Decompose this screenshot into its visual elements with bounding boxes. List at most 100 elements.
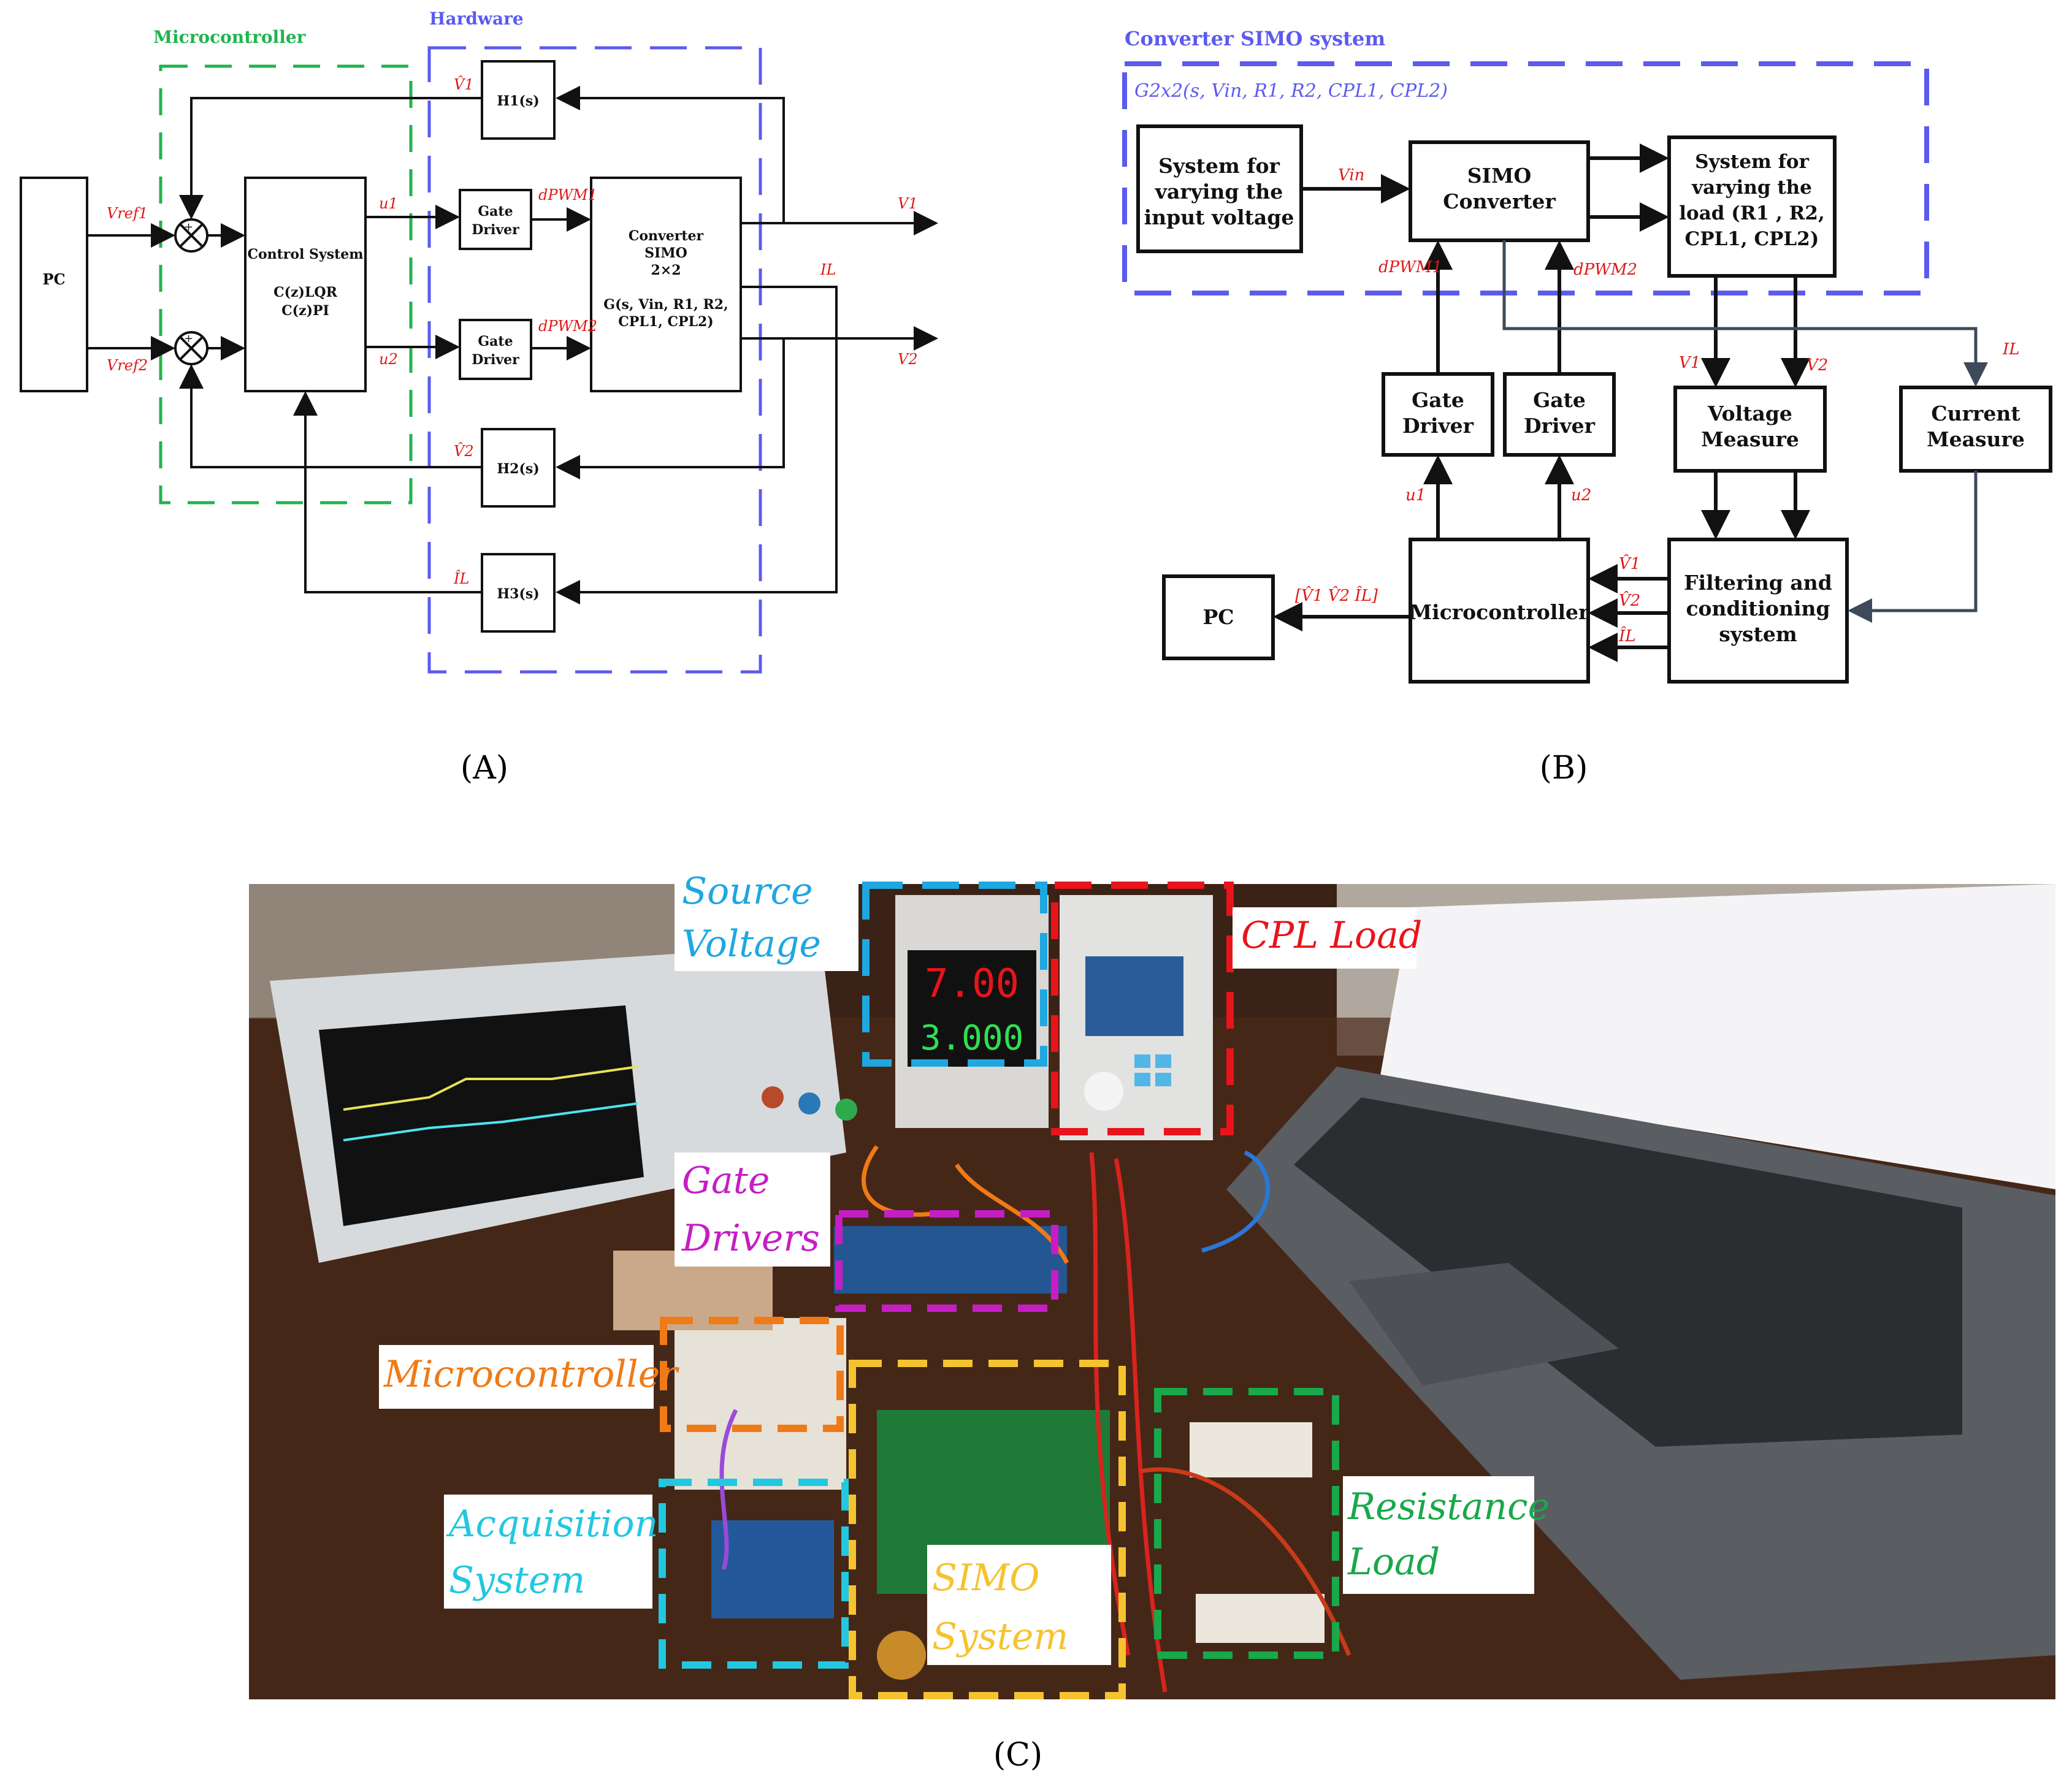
label-b-v2: V2 [1806, 356, 1828, 375]
label-il: IL [820, 261, 836, 278]
plus-sign-2: + [184, 332, 193, 345]
label-acq-line2: System [449, 1559, 585, 1602]
converter-line4: G(s, Vin, R1, R2, [603, 297, 728, 313]
h1-block [481, 60, 556, 140]
gate-driver-a2-line2: Driver [472, 352, 519, 368]
label-b-u1: u1 [1405, 486, 1426, 505]
gate-driver-b2-line1: Gate [1533, 388, 1586, 412]
converter-line2: SIMO [644, 245, 687, 261]
label-v1hat: V̂1 [454, 76, 474, 93]
oscilloscope [270, 944, 857, 1263]
control-lqr: C(z)LQR [273, 284, 337, 300]
label-b-vin: Vin [1338, 166, 1364, 185]
converter-line1: Converter [629, 228, 704, 244]
simo-line1: SIMO [1467, 164, 1532, 188]
varying-input-line2: varying the [1155, 180, 1283, 204]
label-vref1: Vref1 [107, 205, 148, 222]
hardware-region [427, 46, 762, 674]
h2-label: H2(s) [497, 461, 539, 477]
label-gate-line1: Gate [682, 1159, 770, 1202]
filtering-line3: system [1719, 622, 1797, 646]
gate-driver-b1-line2: Driver [1402, 414, 1474, 438]
psu-current-readout: 3.000 [920, 1018, 1024, 1058]
h3-block [481, 553, 556, 633]
gate-driver-a1 [459, 189, 532, 250]
panel-c-photo: 7.00 3.000 [249, 863, 2055, 1774]
caption-c: (C) [993, 1737, 1042, 1774]
label-simo-line2: System [932, 1615, 1068, 1658]
gate-driver-b2-line2: Driver [1524, 414, 1596, 438]
gate-driver-a2 [459, 319, 532, 380]
current-measure-line2: Measure [1927, 427, 2025, 451]
microcontroller-region-label: Microcontroller [153, 27, 307, 47]
label-resistance-line1: Resistance [1347, 1485, 1550, 1528]
label-v2: V2 [898, 351, 918, 368]
varying-load-line2: varying the [1691, 177, 1812, 199]
gate-driver-a2-line1: Gate [478, 333, 513, 349]
label-b-u2: u2 [1571, 486, 1591, 505]
electronic-load [1060, 895, 1213, 1140]
control-system-title: Control System [247, 246, 363, 262]
voltage-measure-line1: Voltage [1707, 402, 1792, 425]
panel-a: Microcontroller Hardware PC Control Syst… [20, 9, 938, 787]
varying-input-line1: System for [1158, 154, 1280, 178]
label-dpwm2: dPWM2 [538, 318, 597, 335]
label-resistance-line2: Load [1347, 1541, 1440, 1583]
label-b-v2hat: V̂2 [1619, 591, 1640, 610]
panel-a-wires [87, 86, 938, 604]
control-system-block [244, 177, 367, 392]
pc-label: PC [42, 270, 65, 288]
pc-b-label: PC [1202, 605, 1234, 629]
label-u2: u2 [379, 351, 398, 368]
label-dpwm1: dPWM1 [538, 186, 597, 204]
voltage-measure-line2: Measure [1701, 427, 1799, 451]
label-ilhat: ÎL [453, 570, 469, 587]
panel-b: Converter SIMO system G2x2(s, Vin, R1, R… [1122, 27, 2052, 787]
plus-sign-1: + [184, 221, 193, 234]
varying-load-line4: CPL1, CPL2) [1685, 228, 1819, 250]
converter-simo-title: Converter SIMO system [1125, 27, 1385, 50]
varying-load-line1: System for [1695, 151, 1810, 173]
label-u1: u1 [379, 195, 398, 212]
h1-label: H1(s) [497, 93, 539, 109]
current-measure-line1: Current [1931, 402, 2020, 425]
label-source-line2: Voltage [682, 923, 821, 966]
label-b-v1: V1 [1679, 354, 1700, 372]
label-b-dpwm2: dPWM2 [1573, 261, 1637, 279]
converter-line3: 2×2 [651, 262, 681, 278]
label-acq-line1: Acquisition [446, 1503, 658, 1545]
filtering-line2: conditioning [1686, 596, 1830, 620]
hardware-region-label: Hardware [429, 9, 524, 29]
label-b-ilhat: ÎL [1618, 626, 1636, 646]
microcontroller-region [159, 64, 413, 505]
power-supply: 7.00 3.000 [895, 895, 1049, 1128]
photo-labels: Source Voltage CPL Load Gate Drivers Mic… [379, 863, 1550, 1665]
caption-a: (A) [461, 750, 508, 787]
gate-driver-a1-line1: Gate [478, 204, 513, 219]
label-gate-line2: Drivers [681, 1217, 820, 1260]
pc-block [20, 177, 88, 392]
current-path-wires [1502, 240, 1988, 623]
label-v2hat: V̂2 [454, 443, 474, 460]
varying-load-line3: load (R1 , R2, [1679, 202, 1825, 224]
varying-input-line3: input voltage [1144, 205, 1294, 229]
label-v1: V1 [898, 195, 918, 212]
microcontroller-b-label: Microcontroller [1410, 600, 1589, 624]
h3-label: H3(s) [497, 586, 539, 602]
psu-voltage-readout: 7.00 [925, 961, 1019, 1007]
label-vref2: Vref2 [107, 357, 148, 374]
filtering-line1: Filtering and [1684, 571, 1832, 595]
caption-b: (B) [1540, 750, 1588, 787]
label-b-dpwm1: dPWM1 [1378, 258, 1442, 276]
control-pi: C(z)PI [281, 303, 329, 319]
converter-block [590, 177, 742, 392]
label-simo-line1: SIMO [932, 1556, 1039, 1599]
simo-line2: Converter [1443, 189, 1556, 213]
gate-driver-b1-line1: Gate [1412, 388, 1464, 412]
h2-block [481, 428, 556, 508]
label-b-il: IL [2002, 340, 2020, 359]
label-microcontroller: Microcontroller [383, 1353, 679, 1396]
photo-region-boxes [659, 882, 1339, 1699]
label-b-v1hat: V̂1 [1619, 554, 1640, 573]
